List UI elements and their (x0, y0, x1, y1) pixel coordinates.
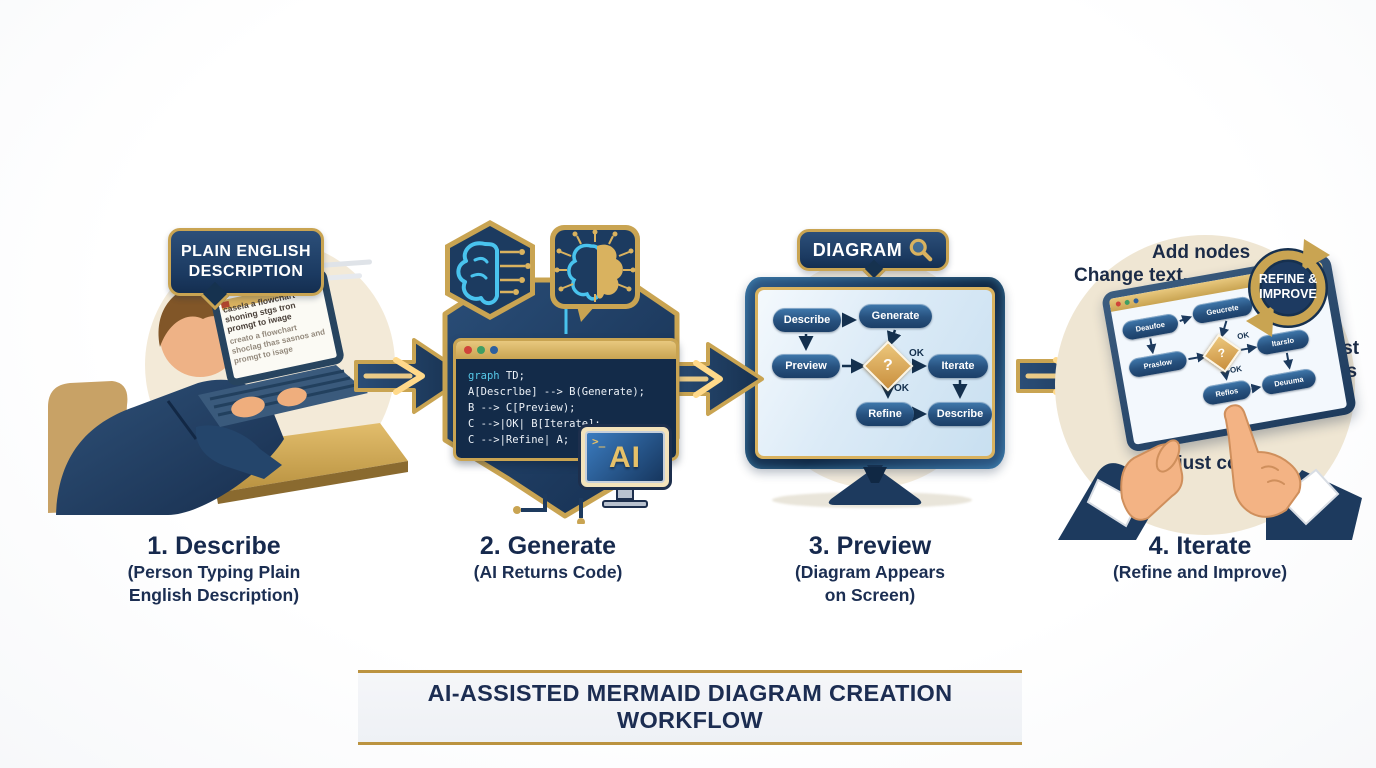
person-hand (231, 396, 265, 418)
flowchart-node-generate: Generate (859, 304, 932, 328)
person-arm (195, 425, 282, 479)
decision-label: ? (883, 357, 893, 374)
window-dot-green (477, 346, 485, 354)
plain-english-description-bubble: PLAIN ENGLISH DESCRIPTION (168, 228, 324, 311)
flowchart-node-refine: Refine (856, 402, 914, 426)
code-line3: B --> C[Preview); (468, 402, 576, 414)
monitor-stand (828, 465, 922, 505)
flowchart-node-describe2: Describe (928, 402, 992, 426)
step1-caption-line1: (Person Typing Plain (127, 562, 301, 582)
terminal-prompt-glyph: >_ (592, 435, 606, 448)
flowchart-node-describe: Describe (773, 308, 841, 332)
step3-caption-line2: on Screen) (824, 585, 916, 605)
label-change-text: Change text. (1074, 265, 1189, 286)
desk-edge (216, 461, 408, 504)
edge-label-ok: OK (909, 348, 924, 359)
magnifier-icon (909, 238, 933, 262)
step1-title: 1. Describe (147, 532, 281, 560)
label-add-nodes: Add nodes (1152, 242, 1251, 263)
step4-caption: 4. Iterate (Refine and Improve) (1040, 531, 1360, 584)
monitor: Describe Generate Preview ? Iterate Refi… (745, 277, 1005, 469)
code-line1: TD; (499, 370, 525, 382)
step2-title: 2. Generate (479, 532, 617, 560)
step1-caption-line2: English Description) (128, 585, 300, 605)
left-thumb (1155, 439, 1181, 473)
flowchart-node-iterate: Iterate (928, 354, 988, 378)
edge-label-ok: OK (894, 383, 909, 394)
step3-caption-line1: (Diagram Appears (794, 562, 946, 582)
step3-caption: 3. Preview (Diagram Appears on Screen) (710, 531, 1030, 607)
banner-title: AI-ASSISTED MERMAID DIAGRAM CREATION WOR… (427, 680, 953, 733)
ai-terminal-monitor-icon: >_ AI (578, 424, 672, 508)
flowchart-node-preview: Preview (772, 354, 840, 378)
step4-caption-line1: (Refine and Improve) (1112, 562, 1288, 582)
code-editor-window: graph TD; A[Descrlbe] --> B(Generate); B… (453, 338, 679, 461)
brain-circuit-bubble-icon (550, 225, 640, 322)
step2-caption: 2. Generate (AI Returns Code) (388, 531, 708, 584)
code-line2: A[Descrlbe] --> B(Generate); (468, 386, 646, 398)
code-line5: C -->|Refine| A; (468, 434, 570, 446)
monitor-screen: Describe Generate Preview ? Iterate Refi… (758, 290, 992, 456)
banner: AI-ASSISTED MERMAID DIAGRAM CREATION WOR… (358, 670, 1022, 745)
person-hand (277, 387, 307, 407)
ai-text: AI (609, 440, 641, 474)
code-keyword: graph (468, 370, 500, 382)
badge-text-line2: IMPROVE (1259, 286, 1317, 301)
person-typing-illustration (48, 259, 408, 515)
tablet: Deaufoe Geucrete Praslow ? Itarslo Reflo… (1100, 253, 1358, 453)
window-dot-blue (490, 346, 498, 354)
tablet-screen: Deaufoe Geucrete Praslow ? Itarslo Reflo… (1108, 261, 1348, 445)
brain-circuit-hexagon-icon (445, 220, 535, 320)
step3-title: 3. Preview (808, 532, 932, 560)
hands-holding-tablet (1058, 404, 1362, 540)
step4-title: 4. Iterate (1148, 532, 1252, 560)
diagram-bubble-label: DIAGRAM (812, 240, 903, 260)
flowchart-arrows (798, 312, 968, 422)
arrow-right-icon (354, 338, 470, 414)
step1-caption: 1. Describe (Person Typing Plain English… (54, 531, 374, 607)
step2-caption-line1: (AI Returns Code) (473, 562, 623, 582)
bubble-text-line2: DESCRIPTION (188, 263, 304, 280)
window-dot-red (464, 346, 472, 354)
code-editor-titlebar (456, 341, 676, 359)
refine-improve-cycle-icon: REFINE & IMPROVE (1236, 233, 1340, 344)
badge-text-line1: REFINE & (1258, 271, 1318, 286)
right-hand-pointing (1223, 404, 1302, 518)
diagram-bubble: DIAGRAM (797, 229, 949, 283)
right-cuff (1278, 468, 1340, 526)
bubble-text-line1: PLAIN ENGLISH (180, 243, 312, 260)
